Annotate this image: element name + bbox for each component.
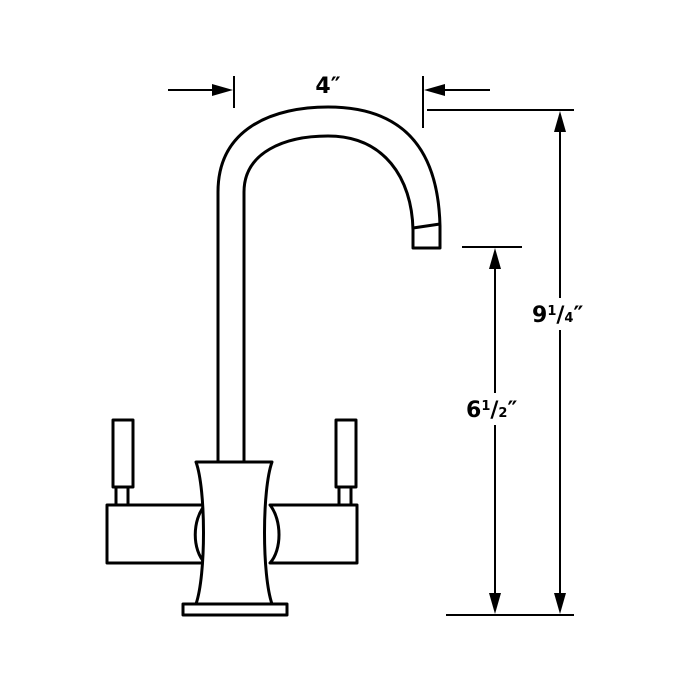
reach-arrowhead-right: [424, 84, 445, 96]
left-valve-body: [105, 503, 207, 565]
height-unit: ″: [573, 303, 583, 328]
right-valve-body: [268, 503, 359, 565]
height-whole: 9: [532, 303, 547, 328]
reach-arrowhead-left: [212, 84, 233, 96]
spout-tip-line: [412, 222, 441, 230]
spout-height-arrowhead-bottom: [489, 593, 501, 614]
spout-height-numerator: 1: [481, 399, 490, 414]
height-denominator: 4: [564, 311, 573, 326]
spout-height-unit: ″: [507, 398, 517, 423]
spout-height-label: 61/2″: [466, 398, 517, 423]
height-label-background: [527, 298, 593, 330]
left-lever-handle: [111, 418, 135, 489]
spout-height-denominator: 2: [498, 406, 507, 421]
central-body: [194, 460, 274, 606]
gooseneck-spout: [216, 105, 442, 462]
spout-height-arrowhead-top: [489, 248, 501, 269]
spout-height-whole: 6: [466, 398, 481, 423]
overall-height-label: 91/4″: [532, 303, 583, 328]
spout-reach-dimension: 4″: [168, 74, 490, 128]
height-numerator: 1: [547, 304, 556, 319]
height-arrowhead-top: [554, 111, 566, 132]
height-slash: /: [556, 303, 565, 328]
reach-dimension-label: 4″: [315, 74, 340, 99]
spout-height-label-background: [462, 393, 528, 425]
faucet-drawing: [105, 105, 442, 617]
height-arrowhead-bottom: [554, 593, 566, 614]
spout-height-slash: /: [490, 398, 499, 423]
right-lever-handle: [334, 418, 358, 489]
overall-height-dimension: 91/4″: [427, 109, 593, 616]
base-plate: [181, 602, 289, 617]
spout-height-dimension: 61/2″: [462, 246, 528, 614]
